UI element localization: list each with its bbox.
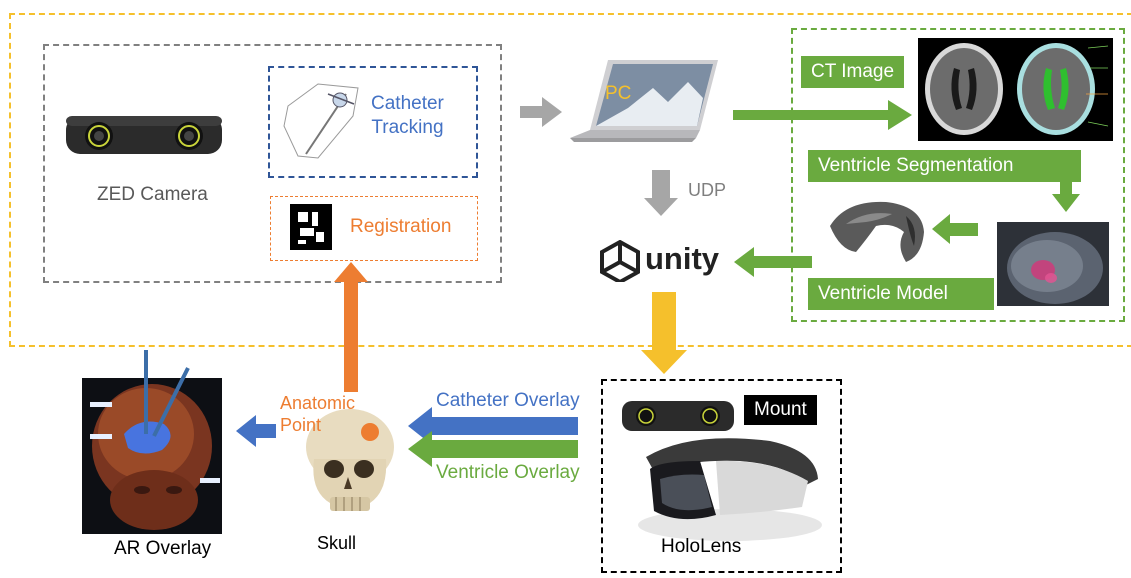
laptop-image	[570, 60, 718, 142]
ct-image-label: CT Image	[801, 56, 905, 88]
arrow-segmentation-down	[1052, 180, 1080, 212]
ventricle-model-image	[830, 201, 924, 262]
hololens-label: HoloLens	[661, 536, 742, 557]
head-render-image	[997, 222, 1109, 306]
arrow-unity-to-hololens	[641, 292, 687, 374]
zed-camera-image	[66, 116, 222, 154]
anatomic-point-label: Anatomic Point	[280, 393, 356, 435]
catheter-tracking-label: Catheter Tracking	[371, 93, 444, 138]
ventricle-segmentation-label: Ventricle Segmentation	[808, 150, 1081, 182]
unity-logo-icon	[600, 240, 640, 282]
udp-label: UDP	[688, 180, 727, 200]
camera-frame	[43, 44, 502, 283]
registration-marker	[290, 204, 332, 250]
arrow-pc-to-ct	[733, 100, 912, 130]
catheter-tracking-frame	[268, 66, 478, 178]
arrow-catheter-overlay	[408, 407, 578, 445]
catheter-sketch	[283, 83, 359, 159]
arrow-to-unity	[734, 247, 812, 277]
arrow-ventricle-overlay	[408, 431, 578, 467]
arrow-render-to-model	[932, 214, 978, 244]
pc-system-frame	[9, 13, 1131, 347]
skull-label: Skull	[317, 533, 357, 553]
arrow-skull-to-registration	[334, 262, 368, 392]
ventricle-overlay-label: Ventricle Overlay	[436, 462, 580, 483]
registration-frame	[270, 196, 478, 261]
pc-label: PC	[605, 83, 632, 104]
skull-image	[306, 409, 394, 511]
ct-scan-image	[918, 38, 1113, 141]
ar-overlay-image	[82, 350, 222, 534]
ar-overlay-label: AR Overlay	[114, 538, 212, 559]
arrow-skull-to-ar	[236, 415, 276, 447]
registration-label: Registration	[350, 216, 452, 237]
mount-label: Mount	[744, 395, 817, 425]
ventricle-model-label: Ventricle Model	[808, 278, 994, 310]
hololens-image	[622, 401, 822, 541]
hololens-frame	[601, 379, 842, 573]
unity-label: unity	[645, 241, 720, 276]
processing-frame	[791, 28, 1125, 322]
arrow-pc-to-unity	[644, 170, 678, 216]
zed-camera-label: ZED Camera	[97, 184, 208, 205]
catheter-overlay-label: Catheter Overlay	[436, 390, 580, 411]
arrow-camera-to-pc	[520, 97, 562, 127]
